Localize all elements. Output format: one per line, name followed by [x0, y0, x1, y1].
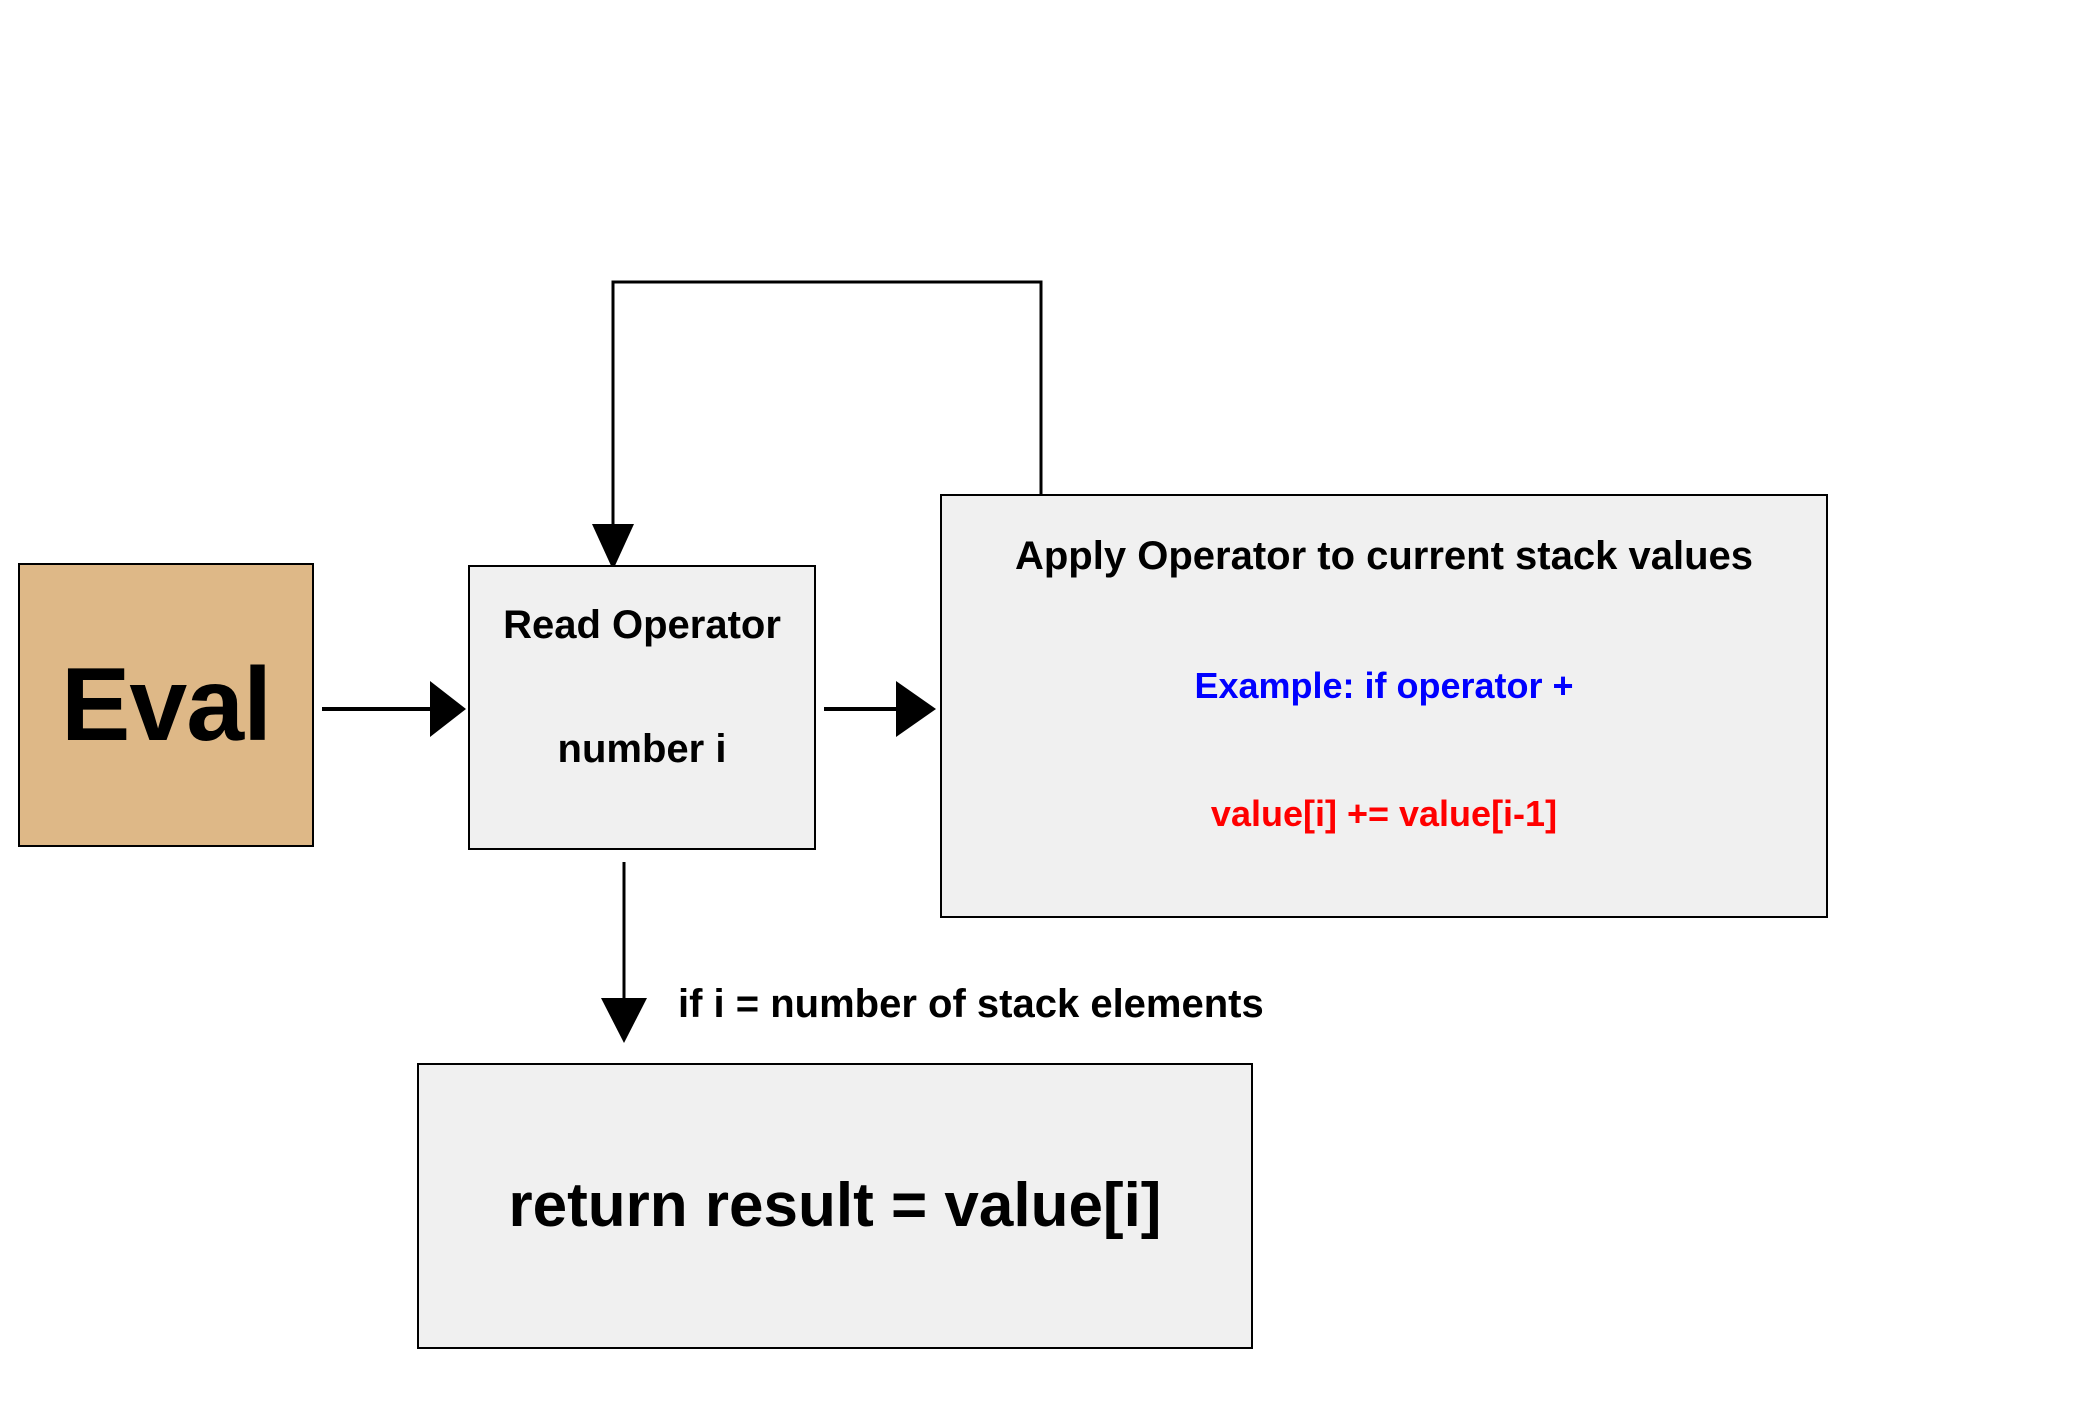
node-apply-operator-example: Example: if operator + — [1194, 665, 1574, 706]
node-apply-operator-expression: value[i] += value[i-1] — [1210, 792, 1558, 834]
arrow-down-icon — [592, 524, 634, 570]
node-return-result-label: return result = value[i] — [508, 1170, 1162, 1240]
edge-label-condition: if i = number of stack elements — [678, 982, 1264, 1026]
node-return-result-content: return result = value[i] — [419, 1065, 1251, 1347]
node-return-result[interactable]: return result = value[i] — [417, 1063, 1265, 1361]
node-eval-label: Eval — [61, 647, 272, 763]
node-read-operator-line2: number i — [557, 727, 727, 771]
arrow-right-icon — [430, 681, 466, 737]
node-apply-operator[interactable]: Apply Operator to current stack values E… — [940, 494, 1840, 930]
edge-read-to-return — [601, 862, 647, 1043]
node-apply-operator-content: Apply Operator to current stack values E… — [942, 496, 1826, 954]
node-read-operator-line1: Read Operator — [503, 603, 781, 647]
node-apply-operator-title: Apply Operator to current stack values — [1014, 534, 1753, 578]
node-read-operator[interactable]: Read Operator number i — [468, 565, 828, 862]
edge-read-to-apply — [824, 681, 936, 737]
node-read-operator-content: Read Operator number i — [470, 567, 814, 884]
node-eval-content: Eval — [20, 565, 312, 845]
arrow-down-icon — [601, 998, 647, 1043]
node-eval[interactable]: Eval — [18, 563, 326, 859]
arrow-right-icon — [896, 681, 936, 737]
edge-eval-to-read — [322, 681, 466, 737]
